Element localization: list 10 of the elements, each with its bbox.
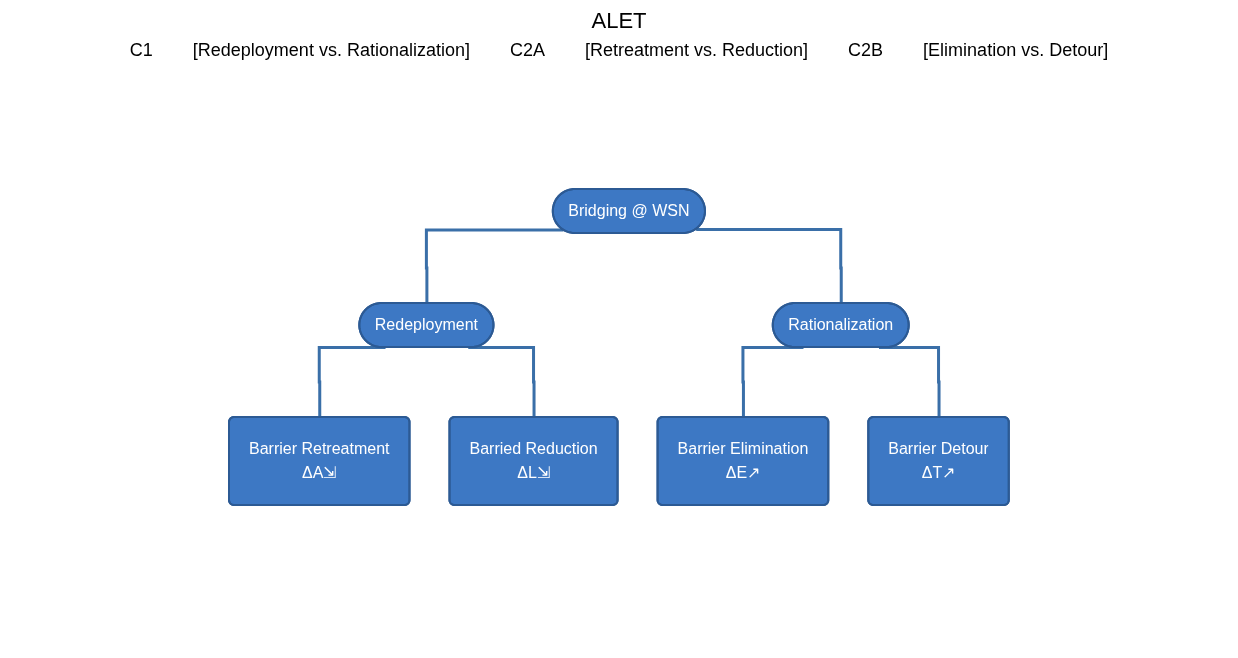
branch-label: C1 (129, 40, 153, 61)
connector (425, 228, 564, 304)
branch-label: [Redeployment vs. Rationalization] (192, 40, 470, 61)
branch-label: C2A (509, 40, 545, 61)
title: ALET (590, 8, 648, 34)
connector (696, 227, 843, 304)
branch-label: C2B (848, 40, 884, 61)
connector (468, 346, 536, 418)
branch-label: [Retreatment vs. Reduction] (585, 40, 809, 61)
branch-label: [Elimination vs. Detour] (923, 40, 1109, 61)
